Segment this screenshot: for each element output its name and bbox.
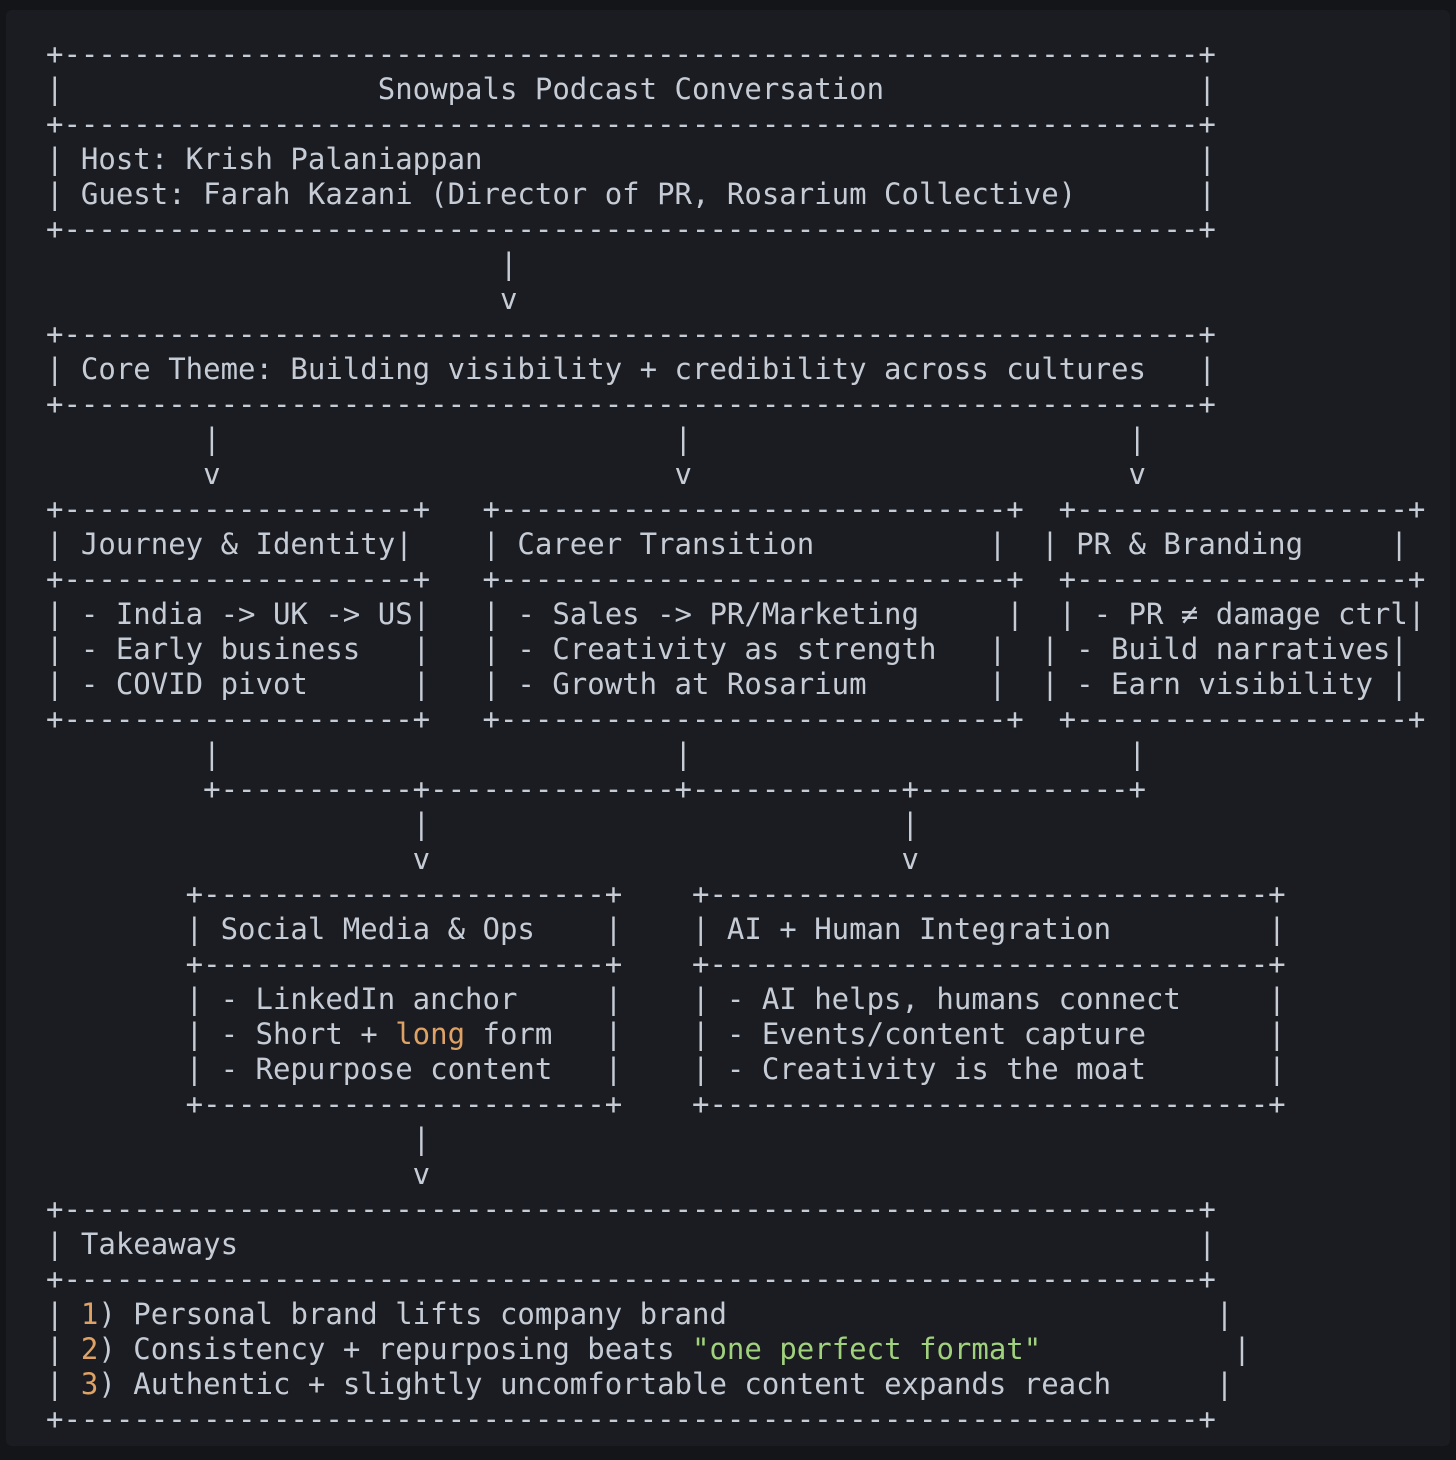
diagram-line: | Guest: Farah Kazani (Director of PR, R… [46,177,1216,211]
diagram-line: +--------------------+ +----------------… [46,562,1426,596]
diagram-line: | - COVID pivot | | - Growth at Rosarium… [46,667,1408,701]
diagram-line: +-----------------------+ +-------------… [46,1087,1286,1121]
diagram-line: +-----------------------+ +-------------… [46,877,1286,911]
diagram-line: | [46,247,518,281]
diagram-line: | Journey & Identity| | Career Transitio… [46,527,1408,561]
diagram-line: +---------------------------------------… [46,1192,1216,1226]
diagram-line: +--------------------+ +----------------… [46,492,1426,526]
diagram-line: | Snowpals Podcast Conversation | [46,72,1216,106]
diagram-line: v [46,282,518,316]
core-theme-box: +---------------------------------------… [46,317,1450,422]
diagram-line: v [46,1157,431,1191]
diagram-line: +---------------------------------------… [46,107,1216,141]
merge-and-split-connector: | | | +-----------+--------------+------… [46,737,1450,877]
arrow-header-to-theme: | v [46,247,1450,317]
diagram-line: +--------------------+ +----------------… [46,702,1426,736]
diagram-line: +---------------------------------------… [46,387,1216,421]
diagram-line: | - LinkedIn anchor | | - AI helps, huma… [46,982,1286,1016]
diagram-line: +---------------------------------------… [46,37,1216,71]
diagram-line: | - India -> UK -> US| | - Sales -> PR/M… [46,597,1426,631]
diagram-line: | | [46,807,919,841]
diagram-line: | 3) Authentic + slightly uncomfortable … [46,1367,1234,1401]
diagram-line: +---------------------------------------… [46,1262,1216,1296]
diagram-line: | | | [46,422,1146,456]
conversation-header-box: +---------------------------------------… [46,37,1450,247]
arrows-theme-to-branches: | | | v v v [46,422,1450,492]
diagram-line: | Social Media & Ops | | AI + Human Inte… [46,912,1286,946]
diagram-line: | 1) Personal brand lifts company brand … [46,1297,1234,1331]
diagram-line: +---------------------------------------… [46,1402,1216,1436]
diagram-line: | 2) Consistency + repurposing beats "on… [46,1332,1251,1366]
diagram-line: v v [46,842,919,876]
ascii-flowchart: +---------------------------------------… [6,10,1450,1437]
diagram-line: | Core Theme: Building visibility + cred… [46,352,1216,386]
diagram-line: v v v [46,457,1146,491]
diagram-line: | - Early business | | - Creativity as s… [46,632,1408,666]
diagram-line: | Host: Krish Palaniappan | [46,142,1216,176]
diagram-line: +---------------------------------------… [46,317,1216,351]
diagram-line: | Takeaways | [46,1227,1216,1261]
diagram-line: | - Short + long form | | - Events/conte… [46,1017,1286,1051]
diagram-line: | | | [46,737,1146,771]
diagram-line: +-----------------------+ +-------------… [46,947,1286,981]
takeaways-box: +---------------------------------------… [46,1192,1450,1437]
diagram-line: | - Repurpose content | | - Creativity i… [46,1052,1286,1086]
diagram-line: | [46,1122,431,1156]
diagram-line: +-----------+--------------+------------… [46,772,1146,806]
ascii-flowchart-code-block: +---------------------------------------… [6,10,1450,1446]
social-and-ai-boxes: +-----------------------+ +-------------… [46,877,1450,1122]
branch-boxes-journey-career-pr: +--------------------+ +----------------… [46,492,1450,737]
diagram-line: +---------------------------------------… [46,212,1216,246]
arrow-to-takeaways: | v [46,1122,1450,1192]
